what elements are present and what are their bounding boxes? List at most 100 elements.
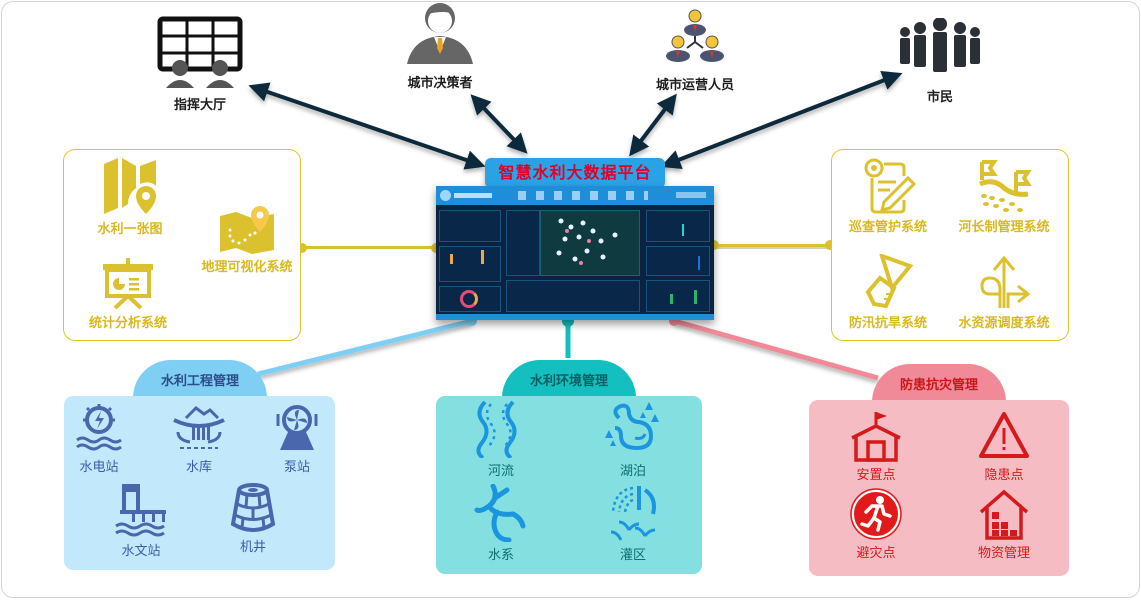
supplies-house-icon [979, 489, 1029, 540]
split-arrows-icon [980, 255, 1031, 308]
item-lake[interactable]: 湖泊 [598, 400, 668, 479]
dashboard-user-placeholder [676, 192, 706, 198]
river-icon [476, 400, 517, 458]
category-box-environment [436, 396, 702, 574]
decision-maker-icon [407, 3, 473, 64]
system-item-flood-drought[interactable]: 防汛抗旱系统 [836, 254, 940, 331]
system-item-water-dispatch[interactable]: 水资源调度系统 [948, 254, 1060, 331]
dashboard-pane [506, 280, 640, 312]
item-label: 湖泊 [619, 464, 646, 479]
irrigation-area-icon [610, 486, 656, 541]
dashboard-bar [682, 224, 684, 236]
category-title: 水利工程管理 [160, 374, 239, 389]
user-decision-maker[interactable]: 城市决策者 [390, 0, 490, 91]
item-label: 机井 [239, 540, 266, 555]
dashboard-pane [506, 210, 540, 276]
dashboard-bar [694, 290, 697, 304]
item-hazard-point[interactable]: 隐患点 [968, 410, 1040, 483]
system-item-statistics[interactable]: 统计分析系统 [78, 258, 178, 331]
user-command-hall[interactable]: 指挥大厅 [150, 16, 250, 113]
flood-flag-icon [865, 254, 914, 309]
system-label: 统计分析系统 [88, 316, 167, 331]
hydrological-station-icon [115, 484, 166, 537]
citizens-icon [900, 18, 980, 72]
user-label: 市民 [926, 90, 953, 105]
item-well[interactable]: 机井 [220, 482, 286, 555]
evacuation-runner-icon [850, 488, 902, 540]
user-label: 城市决策者 [407, 76, 473, 91]
system-item-geo-visualization[interactable]: 地理可视化系统 [192, 206, 302, 275]
well-icon [230, 483, 276, 532]
item-water-system[interactable]: 水系 [466, 484, 536, 563]
shelter-icon [851, 412, 901, 462]
category-box-disaster [809, 400, 1069, 576]
operations-staff-icon [666, 9, 724, 62]
dashboard-header-bar [436, 186, 714, 205]
dashboard-pane [439, 210, 501, 242]
system-label: 水资源调度系统 [958, 316, 1050, 331]
item-label: 安置点 [856, 468, 896, 483]
presentation-board-icon [103, 258, 153, 310]
dashboard-bar [698, 256, 700, 270]
dashboard-pane [646, 246, 710, 276]
water-system-icon [474, 484, 526, 542]
system-label: 防汛抗旱系统 [848, 316, 927, 331]
item-irrigation-area[interactable]: 灌区 [598, 484, 668, 563]
system-item-water-map[interactable]: 水利一张图 [80, 156, 180, 237]
dashboard-logo-icon [440, 190, 451, 201]
dashboard-nav-placeholder [518, 191, 648, 200]
item-shelter[interactable]: 安置点 [840, 410, 912, 483]
dashboard-pane [646, 280, 710, 312]
item-label: 灌区 [619, 548, 646, 563]
item-hydropower-station[interactable]: 水电站 [66, 402, 132, 475]
item-evacuation-point[interactable]: 避灾点 [840, 488, 912, 561]
item-label: 水文站 [121, 544, 161, 559]
command-hall-icon [157, 16, 243, 88]
pump-station-icon [276, 405, 318, 450]
item-label: 水系 [487, 548, 514, 563]
dashboard-title-placeholder [454, 193, 492, 198]
category-tab-engineering[interactable]: 水利工程管理 [133, 360, 267, 398]
item-pump-station[interactable]: 泵站 [264, 402, 330, 475]
reservoir-icon [173, 406, 225, 449]
item-hydrological-station[interactable]: 水文站 [108, 482, 174, 559]
system-item-river-chief[interactable]: 河长制管理系统 [948, 158, 1060, 235]
dashboard-status-bar [436, 314, 714, 320]
dashboard-pane [439, 246, 501, 282]
category-title: 防患抗灾管理 [899, 378, 978, 393]
platform-dashboard-screenshot[interactable] [436, 186, 714, 320]
system-label: 河长制管理系统 [958, 220, 1050, 235]
warning-triangle-icon [979, 412, 1029, 458]
item-label: 隐患点 [984, 468, 1024, 483]
item-label: 水库 [185, 460, 212, 475]
user-label: 指挥大厅 [173, 98, 226, 113]
system-label: 地理可视化系统 [201, 260, 293, 275]
folded-map-pin-icon [104, 158, 156, 214]
category-tab-environment[interactable]: 水利环境管理 [502, 360, 636, 398]
system-item-inspection[interactable]: 巡查管护系统 [836, 158, 940, 235]
item-label: 河流 [487, 464, 514, 479]
river-flags-icon [979, 160, 1032, 212]
category-title: 水利环境管理 [529, 374, 608, 389]
inspection-pencil-icon [864, 158, 916, 214]
dashboard-bar [450, 254, 453, 264]
user-citizens[interactable]: 市民 [890, 18, 990, 105]
user-operations-staff[interactable]: 城市运营人员 [640, 8, 750, 93]
lake-icon [605, 402, 659, 451]
system-label: 巡查管护系统 [848, 220, 927, 235]
item-reservoir[interactable]: 水库 [166, 402, 232, 475]
route-map-icon [220, 206, 274, 254]
item-label: 物资管理 [977, 546, 1030, 561]
item-supplies-management[interactable]: 物资管理 [966, 488, 1042, 561]
item-label: 泵站 [283, 460, 310, 475]
platform-title-badge: 智慧水利大数据平台 [485, 158, 665, 188]
dashboard-bar [670, 294, 673, 304]
hydropower-station-icon [76, 404, 122, 451]
item-label: 水电站 [79, 460, 119, 475]
dashboard-pane [646, 210, 710, 242]
item-label: 避灾点 [856, 546, 896, 561]
dashboard-map [540, 210, 640, 276]
category-tab-disaster[interactable]: 防患抗灾管理 [872, 364, 1006, 402]
item-river[interactable]: 河流 [466, 400, 536, 479]
dashboard-bar [481, 250, 484, 264]
